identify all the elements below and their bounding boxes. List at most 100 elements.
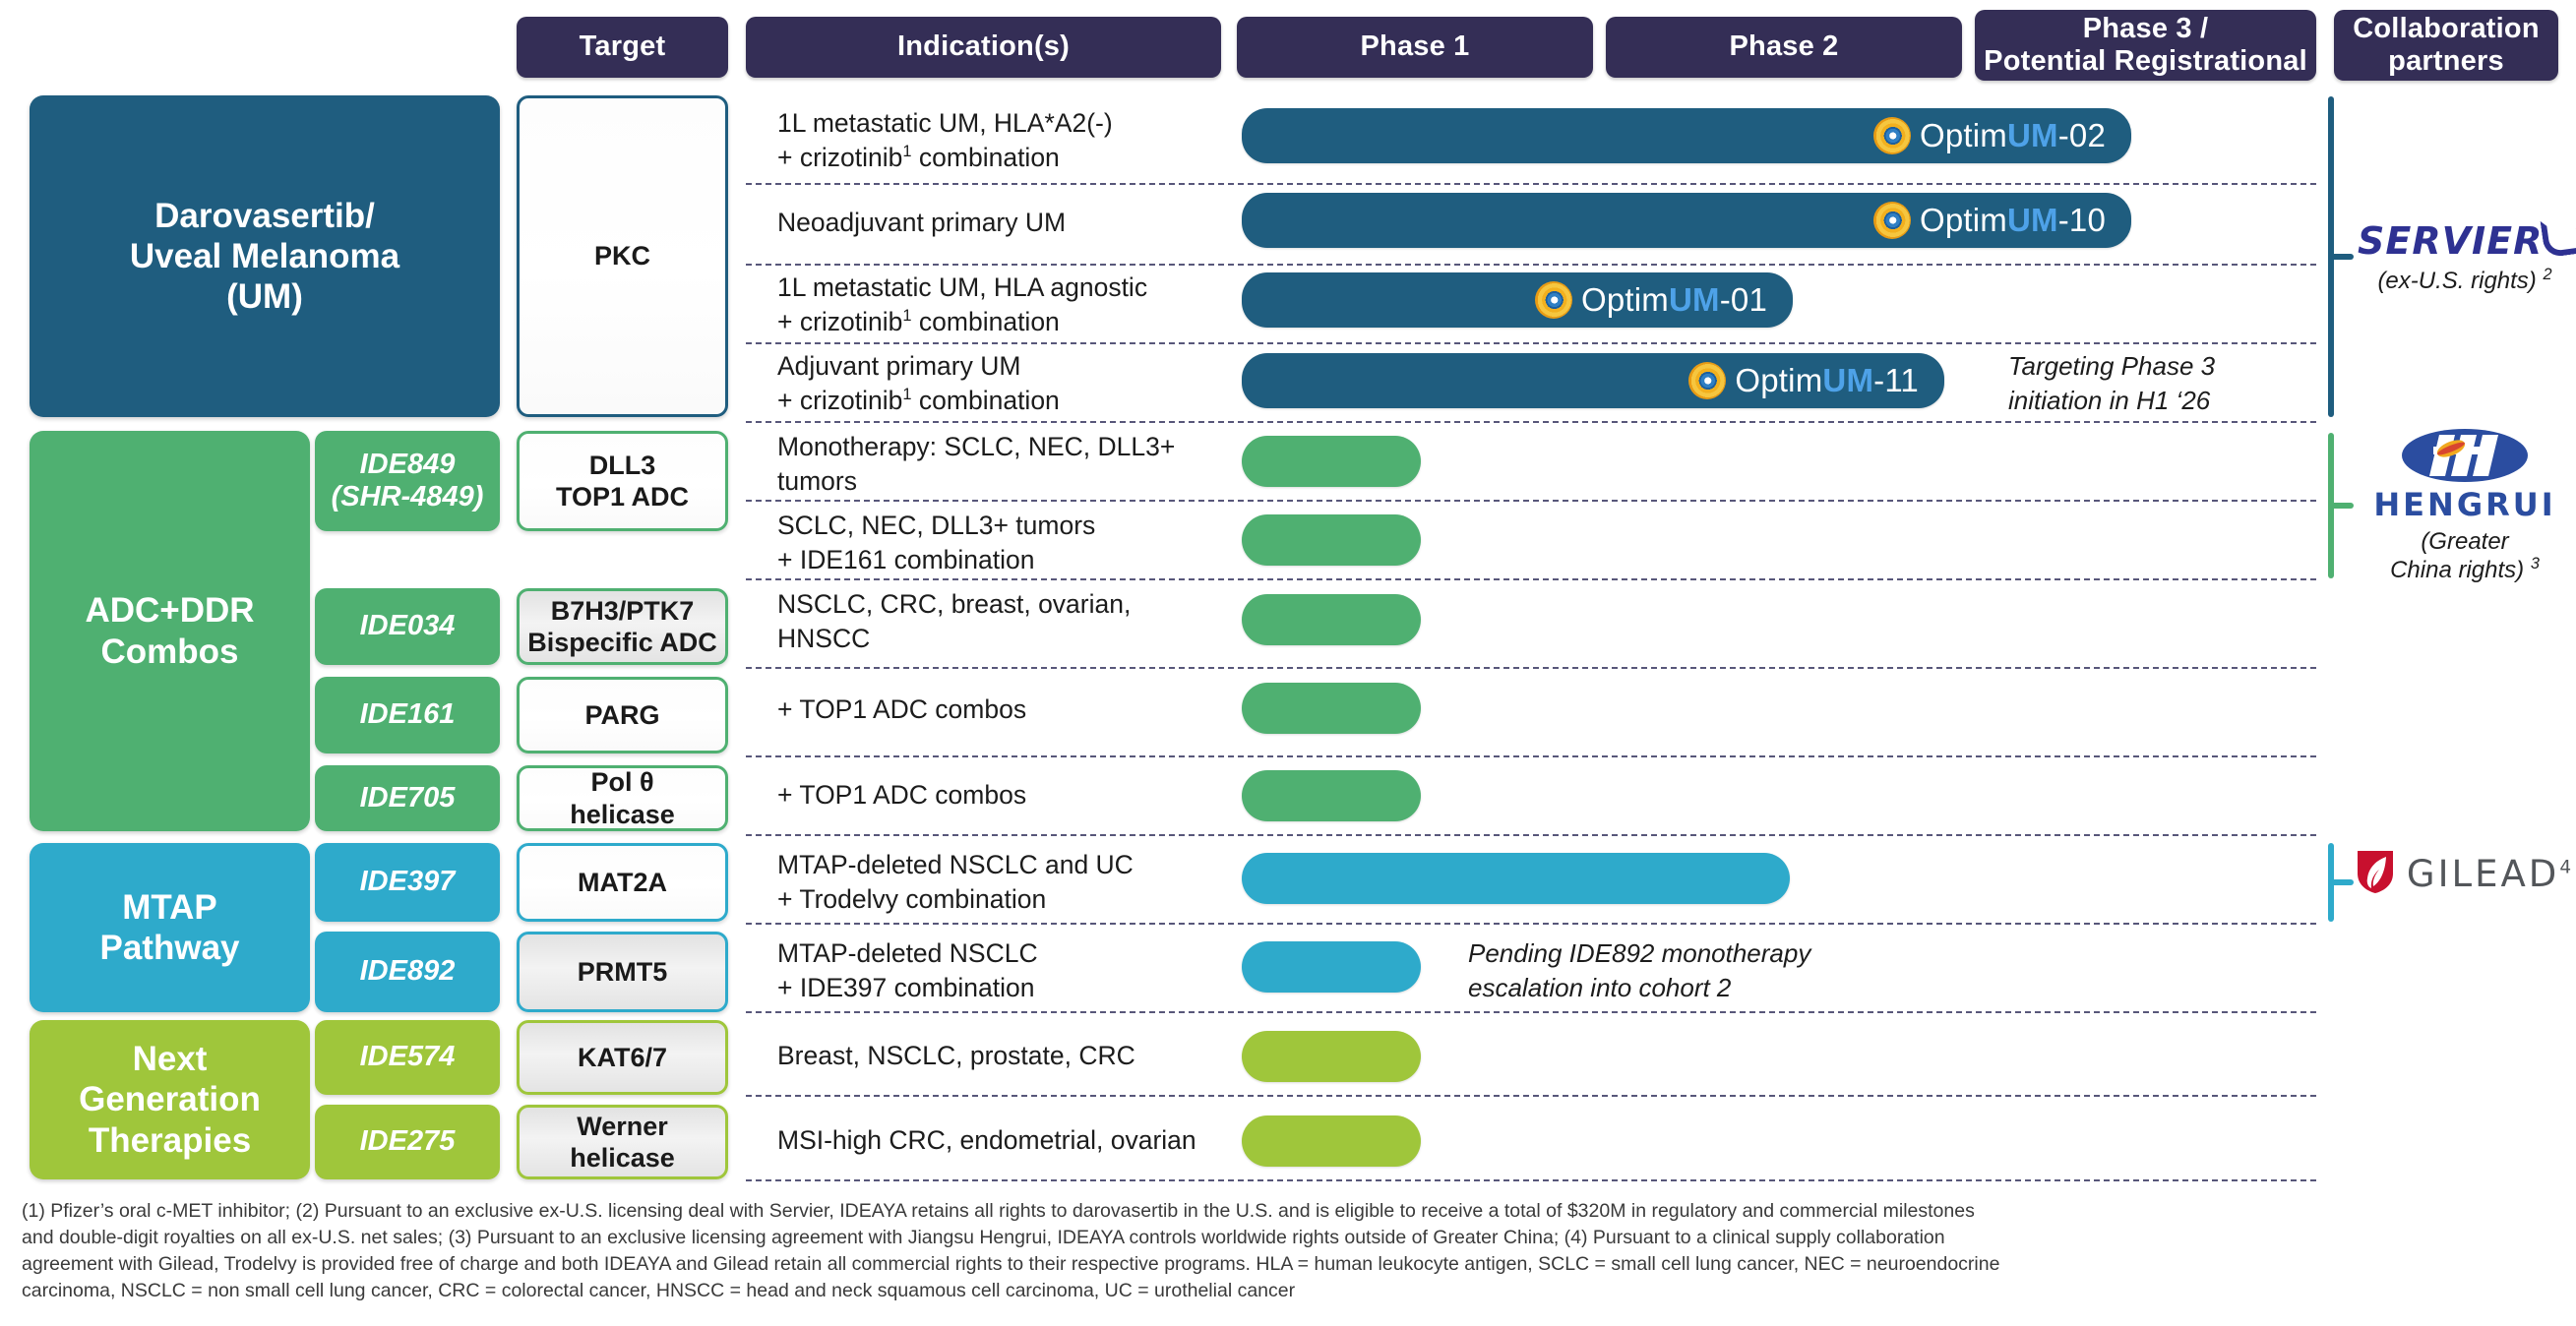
indication-ide574-solid: Breast, NSCLC, prostate, CRC <box>777 1021 1269 1092</box>
row-separator <box>746 421 2316 423</box>
indication-ide705-top1-combo: + TOP1 ADC combos <box>777 765 1230 826</box>
indication-line1: Neoadjuvant primary UM <box>777 208 1067 238</box>
indication-line2: + crizotinib1 combination <box>777 386 1060 415</box>
gilead-wordmark: GILEAD4 <box>2406 853 2575 895</box>
indication-line1: Adjuvant primary UM <box>777 350 1021 381</box>
target-prmt5: PRMT5 <box>517 932 728 1012</box>
optimum-02-wordmark: OptimUM-02 <box>1919 117 2106 153</box>
row-separator <box>746 578 2316 580</box>
program-ide892: IDE892 <box>315 932 500 1012</box>
target-kat67-label: KAT6/7 <box>577 1042 668 1072</box>
program-ide892-label: IDE892 <box>359 955 456 988</box>
phase-bar-ide275 <box>1242 1115 1421 1167</box>
hengrui-logo-icon <box>2400 427 2530 484</box>
row-separator <box>746 1011 2316 1013</box>
optimum-eye-icon <box>1872 117 1911 154</box>
row-separator <box>746 1179 2316 1181</box>
program-ide397: IDE397 <box>315 843 500 922</box>
franchise-nextgen: Next Generation Therapies <box>30 1020 310 1179</box>
indication-um-adjuvant: Adjuvant primary UM + crizotinib1 combin… <box>777 350 1240 417</box>
indication-line1: 1L metastatic UM, HLA agnostic <box>777 271 1148 302</box>
column-header-phase1: Phase 1 <box>1237 17 1593 78</box>
franchise-adc-ddr-line2: Combos <box>100 632 239 671</box>
indication-line2: + crizotinib1 combination <box>777 143 1060 172</box>
phase-bar-ide397-trodelvy <box>1242 853 1790 904</box>
hengrui-wordmark: HENGRUI <box>2373 486 2556 523</box>
indication-line2: + IDE161 combination <box>777 545 1035 574</box>
franchise-adc-ddr: ADC+DDR Combos <box>30 431 310 831</box>
note-line1: Targeting Phase 3 <box>2008 351 2216 382</box>
optimum-10-wordmark: OptimUM-10 <box>1919 202 2106 238</box>
program-ide275-label: IDE275 <box>359 1125 456 1158</box>
optimum-01-wordmark: OptimUM-01 <box>1580 281 1767 318</box>
column-header-target-label: Target <box>579 30 666 63</box>
target-pol-theta-line2: helicase <box>570 799 675 829</box>
column-header-target: Target <box>517 17 728 78</box>
target-werner-helicase: Werner helicase <box>517 1105 728 1179</box>
indication-ide892-ide397: MTAP-deleted NSCLC + IDE397 combination <box>777 936 1230 1005</box>
phase-bar-ide892-ide397 <box>1242 941 1421 993</box>
optimum-11-wordmark: OptimUM-11 <box>1735 362 1919 398</box>
column-header-partners-line1: Collaboration <box>2353 12 2540 44</box>
franchise-nextgen-line2: Generation <box>79 1080 261 1119</box>
optimum-11-logo: OptimUM-11 <box>1688 362 1919 399</box>
optimum-eye-icon <box>1534 281 1572 319</box>
phase-bar-ide034 <box>1242 594 1421 645</box>
target-b7h3-ptk7: B7H3/PTK7 Bispecific ADC <box>517 588 728 665</box>
franchise-mtap: MTAP Pathway <box>30 843 310 1012</box>
optimum-10-logo: OptimUM-10 <box>1872 202 2106 239</box>
target-parg: PARG <box>517 677 728 753</box>
program-ide574-label: IDE574 <box>359 1041 456 1073</box>
column-header-partners-line2: partners <box>2388 45 2504 77</box>
phase-bar-ide849-mono <box>1242 436 1421 487</box>
partner-servier: SERVIER✵ (ex-U.S. rights) 2 <box>2358 215 2576 295</box>
target-parg-label: PARG <box>584 699 660 730</box>
target-kat6-7: KAT6/7 <box>517 1020 728 1095</box>
phase-bar-ide849-ide161 <box>1242 514 1421 566</box>
target-prmt5-label: PRMT5 <box>577 956 668 987</box>
partner-bracket-servier <box>2328 96 2361 417</box>
phase-bar-optimum-01: OptimUM-01 <box>1242 272 1793 328</box>
indication-line1: Monotherapy: SCLC, NEC, DLL3+ <box>777 431 1176 461</box>
target-dll3-line1: DLL3 <box>588 450 656 480</box>
column-header-phase1-label: Phase 1 <box>1360 30 1470 63</box>
column-header-indications: Indication(s) <box>746 17 1221 78</box>
indication-ide161-top1-combo: + TOP1 ADC combos <box>777 677 1230 744</box>
franchise-darovasertib: Darovasertib/ Uveal Melanoma (UM) <box>30 95 500 417</box>
target-b7h3-line1: B7H3/PTK7 <box>550 595 695 626</box>
row-separator <box>746 923 2316 925</box>
optimum-eye-icon <box>1872 202 1911 239</box>
program-ide574: IDE574 <box>315 1020 500 1095</box>
indication-ide275-msi-high: MSI-high CRC, endometrial, ovarian <box>777 1106 1289 1176</box>
column-header-partners: Collaboration partners <box>2334 10 2558 81</box>
gilead-shield-icon <box>2356 848 2395 900</box>
row-separator <box>746 667 2316 669</box>
note-line1: Pending IDE892 monotherapy <box>1468 938 1811 969</box>
target-werner-line2: helicase <box>570 1143 675 1173</box>
indication-ide849-ide161-combo: SCLC, NEC, DLL3+ tumors + IDE161 combina… <box>777 510 1230 576</box>
footnote-line-1: (1) Pfizer’s oral c-MET inhibitor; (2) P… <box>22 1200 1975 1222</box>
indication-line2: + IDE397 combination <box>777 973 1035 1002</box>
program-ide849-line2: (SHR-4849) <box>331 481 484 512</box>
indication-line1: SCLC, NEC, DLL3+ tumors <box>777 510 1096 540</box>
franchise-darovasertib-line2: Uveal Melanoma <box>129 236 400 275</box>
indication-line1: MTAP-deleted NSCLC <box>777 937 1038 968</box>
target-pkc-label: PKC <box>593 241 650 271</box>
indication-line2: HNSCC <box>777 624 871 653</box>
program-ide275: IDE275 <box>315 1105 500 1179</box>
row-separator <box>746 342 2316 344</box>
target-dll3-top1-adc: DLL3 TOP1 ADC <box>517 431 728 531</box>
target-b7h3-line2: Bispecific ADC <box>527 628 717 657</box>
indication-um-1l-hla-agnostic: 1L metastatic UM, HLA agnostic + crizoti… <box>777 271 1240 338</box>
phase-bar-ide574 <box>1242 1031 1421 1082</box>
column-header-phase3-line2: Potential Registrational <box>1984 45 2307 77</box>
indication-um-1l-hla-a2-neg: 1L metastatic UM, HLA*A2(-) + crizotinib… <box>777 102 1230 179</box>
column-header-indications-label: Indication(s) <box>897 30 1070 63</box>
column-header-phase2-label: Phase 2 <box>1729 30 1839 63</box>
row-separator <box>746 755 2316 757</box>
footnotes: (1) Pfizer’s oral c-MET inhibitor; (2) P… <box>22 1198 2541 1304</box>
target-mat2a: MAT2A <box>517 843 728 922</box>
target-werner-line1: Werner <box>577 1111 668 1141</box>
